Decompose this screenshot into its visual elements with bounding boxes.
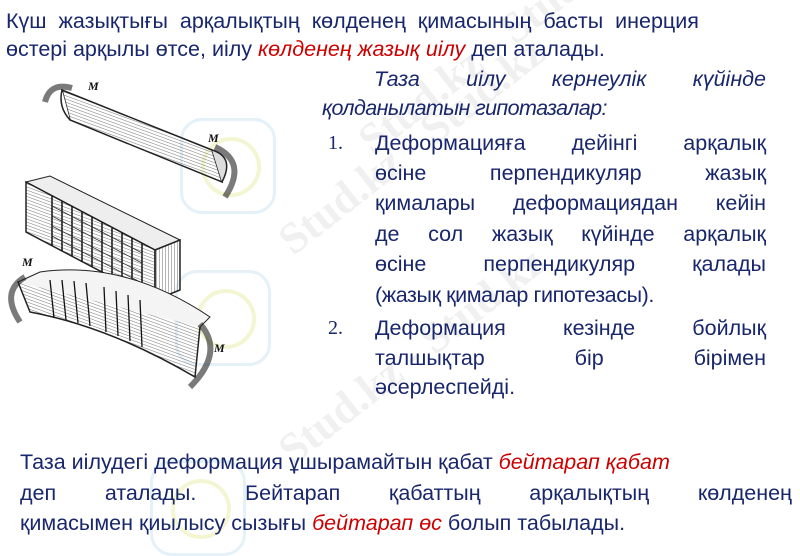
list-item-line: өсіне перпендикуляр жазық bbox=[375, 158, 766, 188]
word: кейін bbox=[715, 191, 766, 215]
title-word: Таза bbox=[374, 67, 420, 91]
word: аталады. bbox=[104, 481, 197, 505]
title-word: иілу bbox=[466, 67, 506, 91]
list-item-line: (жазық қималар гипотезасы). bbox=[375, 283, 654, 307]
word: қалады bbox=[692, 252, 766, 276]
word: Деформацияға bbox=[375, 131, 526, 155]
word: жазық bbox=[491, 222, 553, 246]
word: арқалық bbox=[683, 222, 766, 246]
title-word: кернеулік bbox=[551, 67, 647, 91]
word: өсіне bbox=[375, 252, 427, 276]
beam-bent-icon bbox=[8, 269, 214, 390]
list-item-line: де сол жазық күйінде арқалық bbox=[375, 219, 766, 249]
moment-label: M bbox=[87, 79, 99, 93]
moment-label: M bbox=[213, 341, 225, 355]
word: перпендикуляр bbox=[489, 161, 642, 185]
word: арқалық bbox=[683, 131, 766, 155]
list-number: 1. bbox=[328, 132, 343, 154]
conclusion-text: болып табылады. bbox=[441, 511, 626, 535]
word: арқалықтың bbox=[529, 481, 650, 505]
word: көлденең bbox=[697, 481, 792, 505]
list-item-line: өсіне перпендикуляр қалады bbox=[375, 249, 766, 279]
word: қабаттың bbox=[388, 481, 481, 505]
word: деп bbox=[20, 481, 57, 505]
list-item-line: талшықтар бір бірімен bbox=[375, 343, 766, 373]
conclusion-line-1: Таза иілудегі деформация ұшырамайтын қаб… bbox=[20, 447, 670, 477]
term-transverse-bending: көлденең жазық иілу bbox=[258, 37, 466, 61]
intro-line-1: Күш жазықтығы арқалықтың көлденең қимасы… bbox=[6, 6, 792, 36]
word: қималары bbox=[375, 191, 476, 215]
word: өсіне bbox=[375, 161, 427, 185]
word: талшықтар bbox=[375, 346, 485, 370]
conclusion-line-2: деп аталады. Бейтарап қабаттың арқалықты… bbox=[20, 478, 792, 508]
word: де bbox=[375, 222, 400, 246]
word: бір bbox=[574, 346, 604, 370]
word: перпендикуляр bbox=[483, 252, 636, 276]
beam-unloaded-icon bbox=[42, 83, 238, 199]
list-item-line: Деформацияға дейінгі арқалық bbox=[375, 128, 766, 158]
word: деформациядан bbox=[512, 191, 678, 215]
conclusion-text: Таза иілудегі деформация ұшырамайтын қаб… bbox=[20, 450, 499, 474]
word: бірімен bbox=[693, 346, 766, 370]
word: кезінде bbox=[562, 316, 636, 340]
title-word: күйінде bbox=[692, 67, 766, 91]
beam-bending-figure: M M M M bbox=[8, 79, 238, 390]
list-item-line: қималары деформациядан кейін bbox=[375, 188, 766, 218]
list-number: 2. bbox=[328, 317, 343, 339]
moment-label: M bbox=[207, 131, 219, 145]
conclusion-text: қимасымен қиылысу сызығы bbox=[20, 511, 313, 535]
term-neutral-layer: бейтарап қабат bbox=[498, 450, 670, 474]
word: жазық bbox=[705, 161, 766, 185]
beam-grid-icon bbox=[24, 175, 182, 302]
word: бойлық bbox=[692, 316, 766, 340]
intro-line-2: өстері арқылы өтсе, иілу көлденең жазық … bbox=[6, 34, 605, 64]
intro-text: деп аталады. bbox=[465, 37, 605, 61]
intro-text: өстері арқылы өтсе, иілу bbox=[6, 37, 258, 61]
list-item-line: Деформация кезінде бойлық bbox=[375, 313, 766, 343]
word: дейінгі bbox=[571, 131, 638, 155]
conclusion-line-3: қимасымен қиылысу сызығы бейтарап өс бол… bbox=[20, 508, 625, 538]
word: күйінде bbox=[581, 222, 655, 246]
term-neutral-axis: бейтарап өс bbox=[312, 511, 442, 535]
word: Бейтарап bbox=[245, 481, 341, 505]
hypotheses-title-line-2: қолданылатын гипотазалар: bbox=[322, 96, 607, 120]
intro-text: Күш жазықтығы арқалықтың көлденең қимасы… bbox=[6, 9, 699, 33]
word: сол bbox=[428, 222, 464, 246]
word: Деформация bbox=[375, 316, 506, 340]
hypotheses-title-line-1: Таза иілу кернеулік күйінде bbox=[374, 64, 766, 94]
moment-label: M bbox=[21, 255, 33, 269]
list-item-line: әсерлеспейді. bbox=[375, 375, 516, 399]
